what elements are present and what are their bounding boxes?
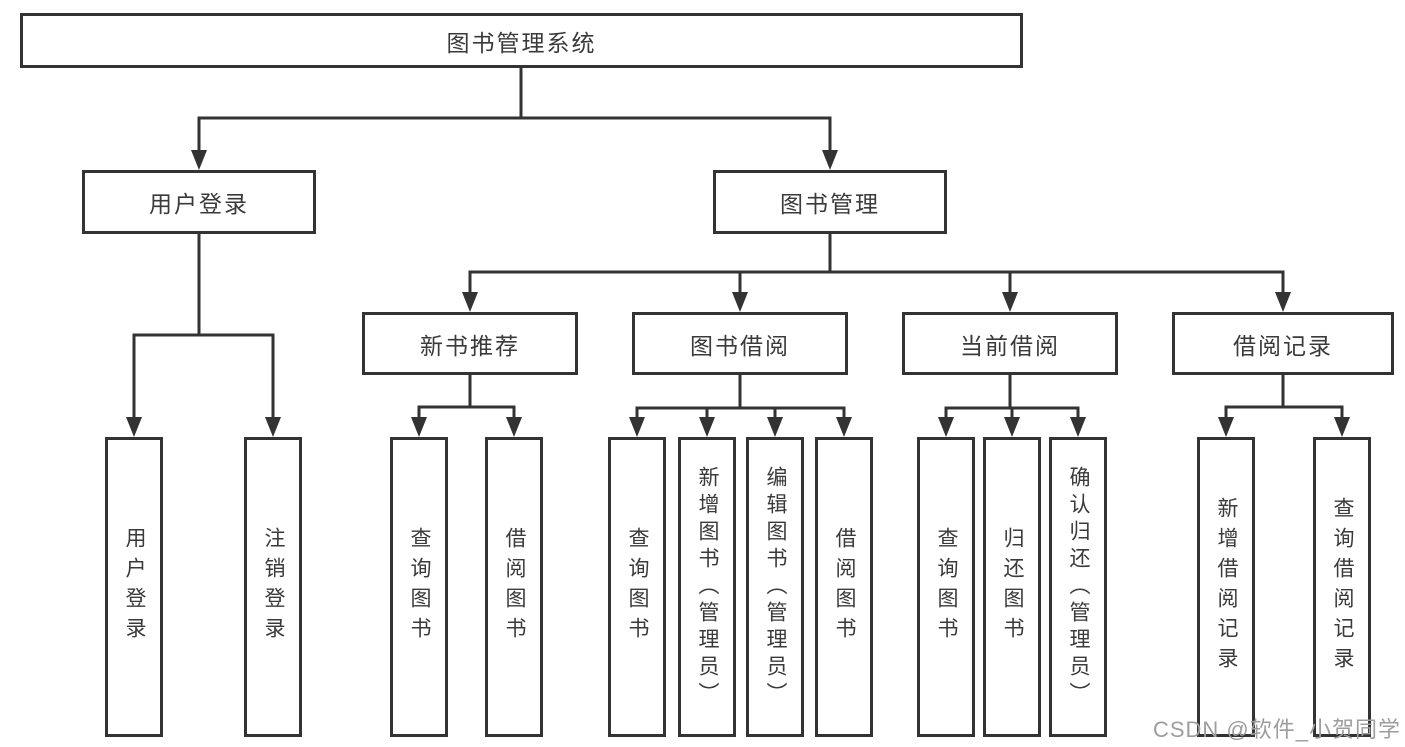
leaf-query-books-recommend: 查询图书 [390, 437, 448, 737]
leaf-user-login: 用户登录 [105, 437, 163, 737]
node-new-book-recommendation: 新书推荐 [362, 312, 578, 375]
leaf-query-borrow-record: 查询借阅记录 [1313, 437, 1371, 737]
leaf-confirm-return-admin: 确认归还（管理员） [1049, 437, 1107, 737]
node-library-management-system: 图书管理系统 [20, 13, 1023, 68]
leaf-edit-book-admin: 编辑图书（管理员） [746, 437, 804, 737]
node-current-borrowing: 当前借阅 [902, 312, 1118, 375]
node-borrowing-records: 借阅记录 [1172, 312, 1394, 375]
leaf-return-books: 归还图书 [983, 437, 1041, 737]
leaf-query-books-current: 查询图书 [917, 437, 975, 737]
leaf-logout-login: 注销登录 [244, 437, 302, 737]
leaf-add-borrow-record: 新增借阅记录 [1197, 437, 1255, 737]
node-book-management: 图书管理 [713, 170, 947, 234]
leaf-borrow-books: 借阅图书 [815, 437, 873, 737]
node-book-borrowing: 图书借阅 [632, 312, 848, 375]
node-user-login: 用户登录 [82, 170, 316, 234]
leaf-add-book-admin: 新增图书（管理员） [678, 437, 736, 737]
leaf-query-books-borrowing: 查询图书 [608, 437, 666, 737]
leaf-borrow-books-recommend: 借阅图书 [485, 437, 543, 737]
watermark: CSDN @软件_小贺同学 [1152, 717, 1401, 742]
